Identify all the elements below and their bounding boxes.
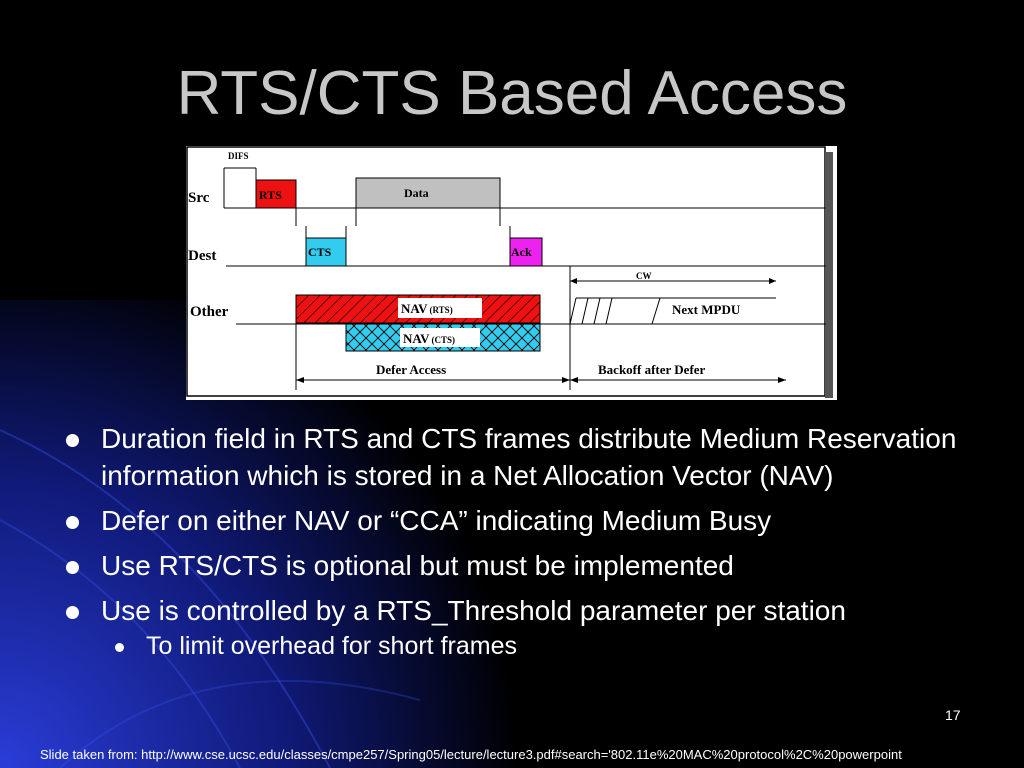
cw-label: CW xyxy=(636,271,652,281)
diagram-shadow xyxy=(825,152,833,398)
next-mpdu-label: Next MPDU xyxy=(672,302,741,317)
ack-label: Ack xyxy=(511,245,532,259)
row-label-dest: Dest xyxy=(188,248,216,264)
bullet-text: Defer on either NAV or “CCA” indicating … xyxy=(101,505,772,536)
row-label-other: Other xyxy=(190,304,229,320)
rts-frame xyxy=(255,179,297,209)
ack-frame xyxy=(509,237,543,267)
cts-label: CTS xyxy=(308,245,332,259)
rts-cts-timing-diagram: Src Dest Other DIFS RTS Data CTS Ack xyxy=(186,146,837,400)
bullet-list: Duration field in RTS and CTS frames dis… xyxy=(66,420,996,669)
bullet-item: Use RTS/CTS is optional but must be impl… xyxy=(66,547,996,584)
defer-access-label: Defer Access xyxy=(376,362,446,377)
bullet-text: Duration field in RTS and CTS frames dis… xyxy=(101,423,957,491)
data-frame xyxy=(355,177,501,209)
sub-bullet-text: To limit overhead for short frames xyxy=(146,632,517,660)
sub-bullet-dot-icon xyxy=(115,643,124,652)
bullet-text: Use RTS/CTS is optional but must be impl… xyxy=(101,550,734,581)
data-label: Data xyxy=(404,186,429,200)
source-note: Slide taken from: http://www.cse.ucsc.ed… xyxy=(40,747,902,762)
bullet-dot-icon xyxy=(66,561,79,574)
rts-label: RTS xyxy=(259,188,282,202)
bullet-item: Duration field in RTS and CTS frames dis… xyxy=(66,420,996,494)
nav-cts-label: NAV(CTS) xyxy=(403,331,455,346)
bullet-dot-icon xyxy=(66,516,79,529)
nav-rts-label: NAV(RTS) xyxy=(401,301,453,316)
bullet-dot-icon xyxy=(66,606,79,619)
sub-bullet-list: To limit overhead for short frames xyxy=(101,631,996,661)
bullet-dot-icon xyxy=(66,434,79,447)
page-number: 17 xyxy=(945,707,961,723)
backoff-label: Backoff after Defer xyxy=(598,362,706,377)
bullet-item: Use is controlled by a RTS_Threshold par… xyxy=(66,592,996,661)
sub-bullet-item: To limit overhead for short frames xyxy=(111,631,996,661)
slide-title: RTS/CTS Based Access xyxy=(176,59,848,128)
bullet-text: Use is controlled by a RTS_Threshold par… xyxy=(101,595,846,626)
difs-label: DIFS xyxy=(228,151,249,161)
cts-frame xyxy=(305,237,347,267)
bullet-item: Defer on either NAV or “CCA” indicating … xyxy=(66,502,996,539)
row-label-src: Src xyxy=(188,190,210,206)
